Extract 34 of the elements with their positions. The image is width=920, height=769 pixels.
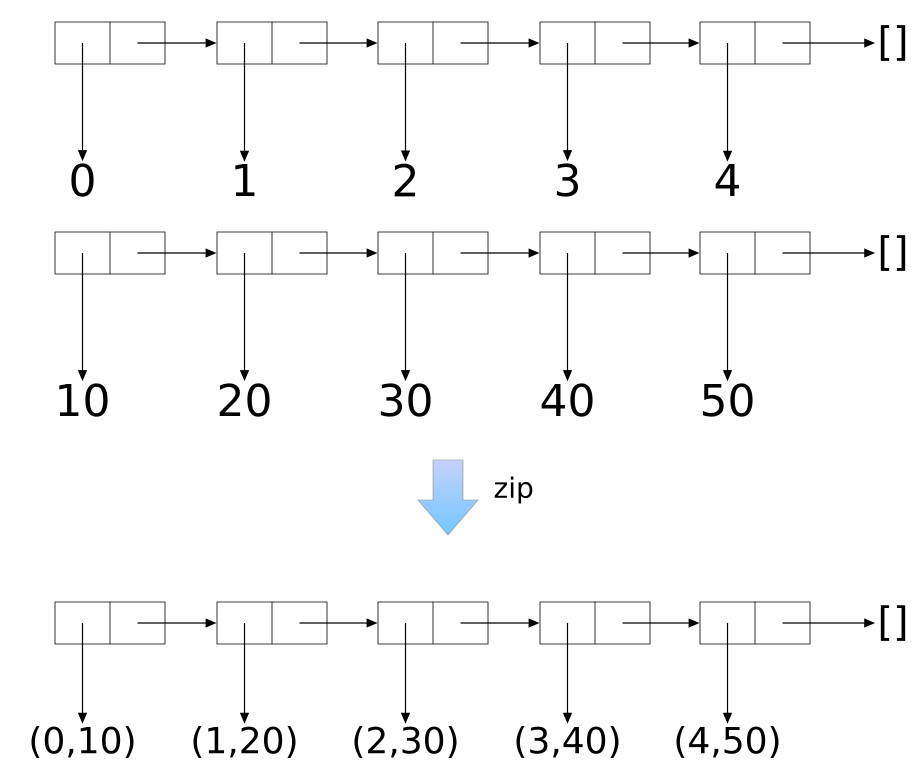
cons-cell — [700, 601, 810, 645]
cons-cell — [216, 231, 328, 275]
value-text: 30 — [380, 383, 431, 417]
cons-cell — [540, 21, 650, 65]
cons-cell — [540, 601, 650, 645]
value-text: 3 — [556, 163, 578, 197]
value-text: (0,10) — [31, 726, 134, 758]
cons-cell — [54, 231, 166, 275]
empty-list: [] — [880, 605, 906, 641]
value-text: 10 — [59, 383, 108, 417]
value-text: 2 — [394, 164, 416, 196]
value-text: 1 — [235, 164, 254, 196]
value-text: 0 — [71, 163, 94, 197]
value-text: 20 — [220, 383, 270, 417]
cons-cell — [378, 21, 488, 65]
value-text: (3,40) — [516, 726, 618, 758]
cons-cell — [54, 21, 166, 65]
value-text: 4 — [716, 164, 740, 196]
cons-cell — [700, 21, 810, 65]
arrow-label: zip — [494, 476, 532, 504]
empty-list: [] — [880, 25, 906, 61]
cons-cell — [216, 601, 328, 645]
value-text: 40 — [542, 383, 593, 417]
empty-list: [] — [880, 235, 906, 271]
cons-cell — [216, 21, 328, 65]
cons-cell — [700, 231, 810, 275]
value-text: (1,20) — [193, 726, 296, 758]
cons-cell — [378, 231, 488, 275]
value-text: (2,30) — [354, 726, 456, 758]
value-text: (4,50) — [676, 726, 778, 758]
cons-cell — [540, 231, 650, 275]
cons-cell — [378, 601, 488, 645]
cons-cell — [54, 601, 166, 645]
value-text: 50 — [702, 383, 753, 417]
